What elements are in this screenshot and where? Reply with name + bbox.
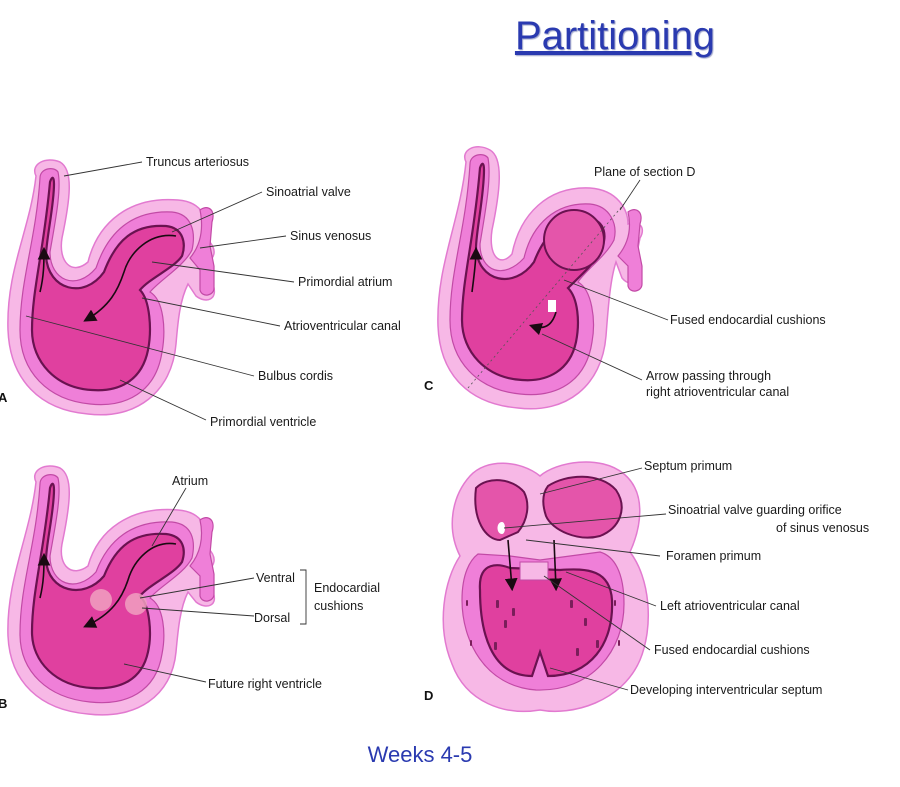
- label-plane-of-section-d: Plane of section D: [594, 165, 695, 179]
- panel-d-leader-lines: [503, 467, 667, 691]
- label-primordial-ventricle: Primordial ventricle: [210, 415, 316, 429]
- panel-d-heart-section: [442, 461, 649, 713]
- panel-a-heart-drawing: [7, 159, 216, 416]
- label-truncus-arteriosus: Truncus arteriosus: [146, 155, 249, 169]
- panel-c-leader-lines: [541, 179, 669, 381]
- label-ventral: Ventral: [256, 571, 295, 585]
- panel-c-heart-drawing: [437, 146, 644, 410]
- footer-weeks-caption: Weeks 4-5: [367, 742, 473, 767]
- panel-letter-d: D: [424, 688, 433, 703]
- label-d-fused-endocardial-cushions: Fused endocardial cushions: [654, 643, 810, 657]
- page-title: Partitioning: [514, 14, 716, 58]
- panel-letter-a: A: [0, 390, 8, 405]
- label-sinoatrial-valve-guarding: Sinoatrial valve guarding orifice: [668, 503, 842, 517]
- label-atrioventricular-canal: Atrioventricular canal: [284, 319, 401, 333]
- label-left-atrioventricular-canal: Left atrioventricular canal: [660, 599, 800, 613]
- label-primordial-atrium: Primordial atrium: [298, 275, 392, 289]
- label-dorsal: Dorsal: [254, 611, 290, 625]
- label-atrium: Atrium: [172, 474, 208, 488]
- panel-b-leader-lines: [123, 487, 307, 683]
- label-future-right-ventricle: Future right ventricle: [208, 677, 322, 691]
- panel-letter-c: C: [424, 378, 434, 393]
- label-bulbus-cordis: Bulbus cordis: [258, 369, 333, 383]
- label-developing-interventricular-septum: Developing interventricular septum: [630, 683, 822, 697]
- panel-b-heart-drawing: [7, 465, 216, 716]
- label-c-fused-endocardial-cushions: Fused endocardial cushions: [670, 313, 826, 327]
- label-septum-primum: Septum primum: [644, 459, 732, 473]
- label-of-sinus-venosus: of sinus venosus: [776, 521, 869, 535]
- trabeculae-marks: [466, 600, 620, 656]
- label-sinoatrial-valve: Sinoatrial valve: [266, 185, 351, 199]
- panel-a-leader-lines: [25, 161, 295, 421]
- label-sinus-venosus: Sinus venosus: [290, 229, 371, 243]
- panel-letter-b: B: [0, 696, 7, 711]
- label-right-atrioventricular-canal: right atrioventricular canal: [646, 385, 789, 399]
- label-cushions: cushions: [314, 599, 363, 613]
- label-arrow-passing-through: Arrow passing through: [646, 369, 771, 383]
- label-foramen-primum: Foramen primum: [666, 549, 761, 563]
- label-endocardial: Endocardial: [314, 581, 380, 595]
